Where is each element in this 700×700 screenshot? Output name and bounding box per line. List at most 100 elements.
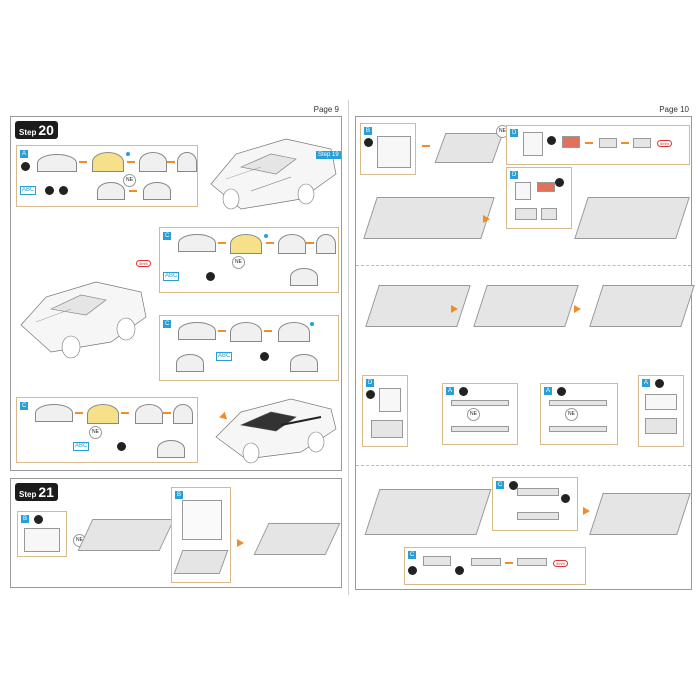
part-piece	[645, 418, 677, 434]
orange-arrow-icon	[237, 539, 244, 547]
part-piece	[35, 404, 73, 422]
part-piece	[645, 394, 677, 410]
car-illustration-top	[210, 138, 337, 210]
part-number-icon	[364, 138, 373, 147]
part-piece	[176, 354, 204, 372]
wheel-arch-panel-1: A NE ABC	[16, 145, 198, 207]
arrow-icon	[264, 330, 272, 332]
arrow-icon	[79, 161, 87, 163]
part-piece	[633, 138, 651, 148]
part-panel-a: A NE	[442, 383, 518, 445]
part-number-icon	[45, 186, 54, 195]
part-piece	[549, 400, 607, 406]
part-number-icon	[21, 162, 30, 171]
orange-arrow-icon	[483, 215, 490, 223]
arrow-icon	[621, 142, 629, 144]
part-piece	[537, 182, 555, 192]
arrow-icon	[266, 242, 274, 244]
part-piece	[471, 558, 501, 566]
part-number-icon	[366, 390, 375, 399]
part-piece	[143, 182, 171, 200]
part-piece	[87, 404, 119, 424]
part-number-icon	[408, 566, 417, 575]
blue-dot-marker	[264, 234, 268, 238]
orange-arrow-icon	[574, 305, 581, 313]
part-piece	[177, 152, 197, 172]
part-label: A	[20, 150, 29, 158]
arrow-icon	[218, 330, 226, 332]
part-panel-d-3: D	[362, 375, 408, 447]
abc-tag: ABC	[20, 186, 37, 195]
arrow-icon	[167, 161, 175, 163]
floor-panel	[173, 550, 229, 574]
part-piece	[515, 182, 531, 200]
arrow-icon	[163, 412, 171, 414]
part-panel-b-2: B	[171, 487, 231, 583]
part-number-icon	[555, 178, 564, 187]
part-piece	[278, 234, 306, 254]
part-number-icon	[117, 442, 126, 451]
part-label: C	[20, 402, 29, 410]
part-piece	[173, 404, 193, 424]
part-number-icon	[459, 387, 468, 396]
part-label: C	[408, 551, 417, 559]
arrow-icon	[585, 142, 593, 144]
ne-marker: NE	[123, 174, 136, 187]
part-piece	[182, 500, 222, 540]
arrow-icon	[129, 190, 137, 192]
part-piece	[178, 234, 216, 252]
part-label: C	[496, 481, 505, 489]
part-piece	[139, 152, 167, 172]
part-piece	[97, 182, 125, 200]
arrow-icon	[121, 412, 129, 414]
part-panel-a-3: A	[638, 375, 684, 447]
section-divider	[356, 265, 691, 266]
orange-arrow-icon	[583, 507, 590, 515]
part-piece	[451, 426, 509, 432]
part-panel-b: B	[360, 123, 416, 175]
arrow-icon	[127, 161, 135, 163]
part-piece	[517, 558, 547, 566]
reference-5mm-tag: 5mm	[553, 560, 568, 567]
part-number-icon	[34, 515, 43, 524]
blue-dot-marker	[126, 152, 130, 156]
part-piece	[517, 512, 559, 520]
part-piece	[523, 132, 543, 156]
part-panel-b: B	[17, 511, 67, 557]
step-19-reference-badge: Step 19	[316, 151, 341, 159]
part-label: A	[642, 379, 651, 387]
part-number-icon	[206, 272, 215, 281]
part-number-icon	[260, 352, 269, 361]
part-piece	[290, 268, 318, 286]
part-piece	[290, 354, 318, 372]
part-piece	[451, 400, 509, 406]
part-piece	[24, 528, 60, 552]
arrow-icon	[306, 242, 314, 244]
abc-tag: ABC	[216, 352, 233, 361]
part-piece	[157, 440, 185, 458]
part-number-icon	[655, 379, 664, 388]
part-panel-a-2: A NE	[540, 383, 618, 445]
part-label: B	[364, 127, 373, 135]
part-label: A	[446, 387, 455, 395]
page-number: Page 9	[313, 105, 339, 114]
arrow-icon	[75, 412, 83, 414]
part-piece	[316, 234, 336, 254]
orange-arrow-icon	[451, 305, 458, 313]
part-piece	[377, 136, 411, 168]
part-number-icon	[59, 186, 68, 195]
ne-marker: NE	[565, 408, 578, 421]
part-number-icon	[547, 136, 556, 145]
part-piece	[278, 322, 310, 342]
part-piece	[371, 420, 403, 438]
part-label: C	[163, 320, 172, 328]
part-piece	[92, 152, 124, 172]
part-piece	[423, 556, 451, 566]
page-divider	[348, 100, 349, 595]
ne-marker: NE	[232, 256, 245, 269]
